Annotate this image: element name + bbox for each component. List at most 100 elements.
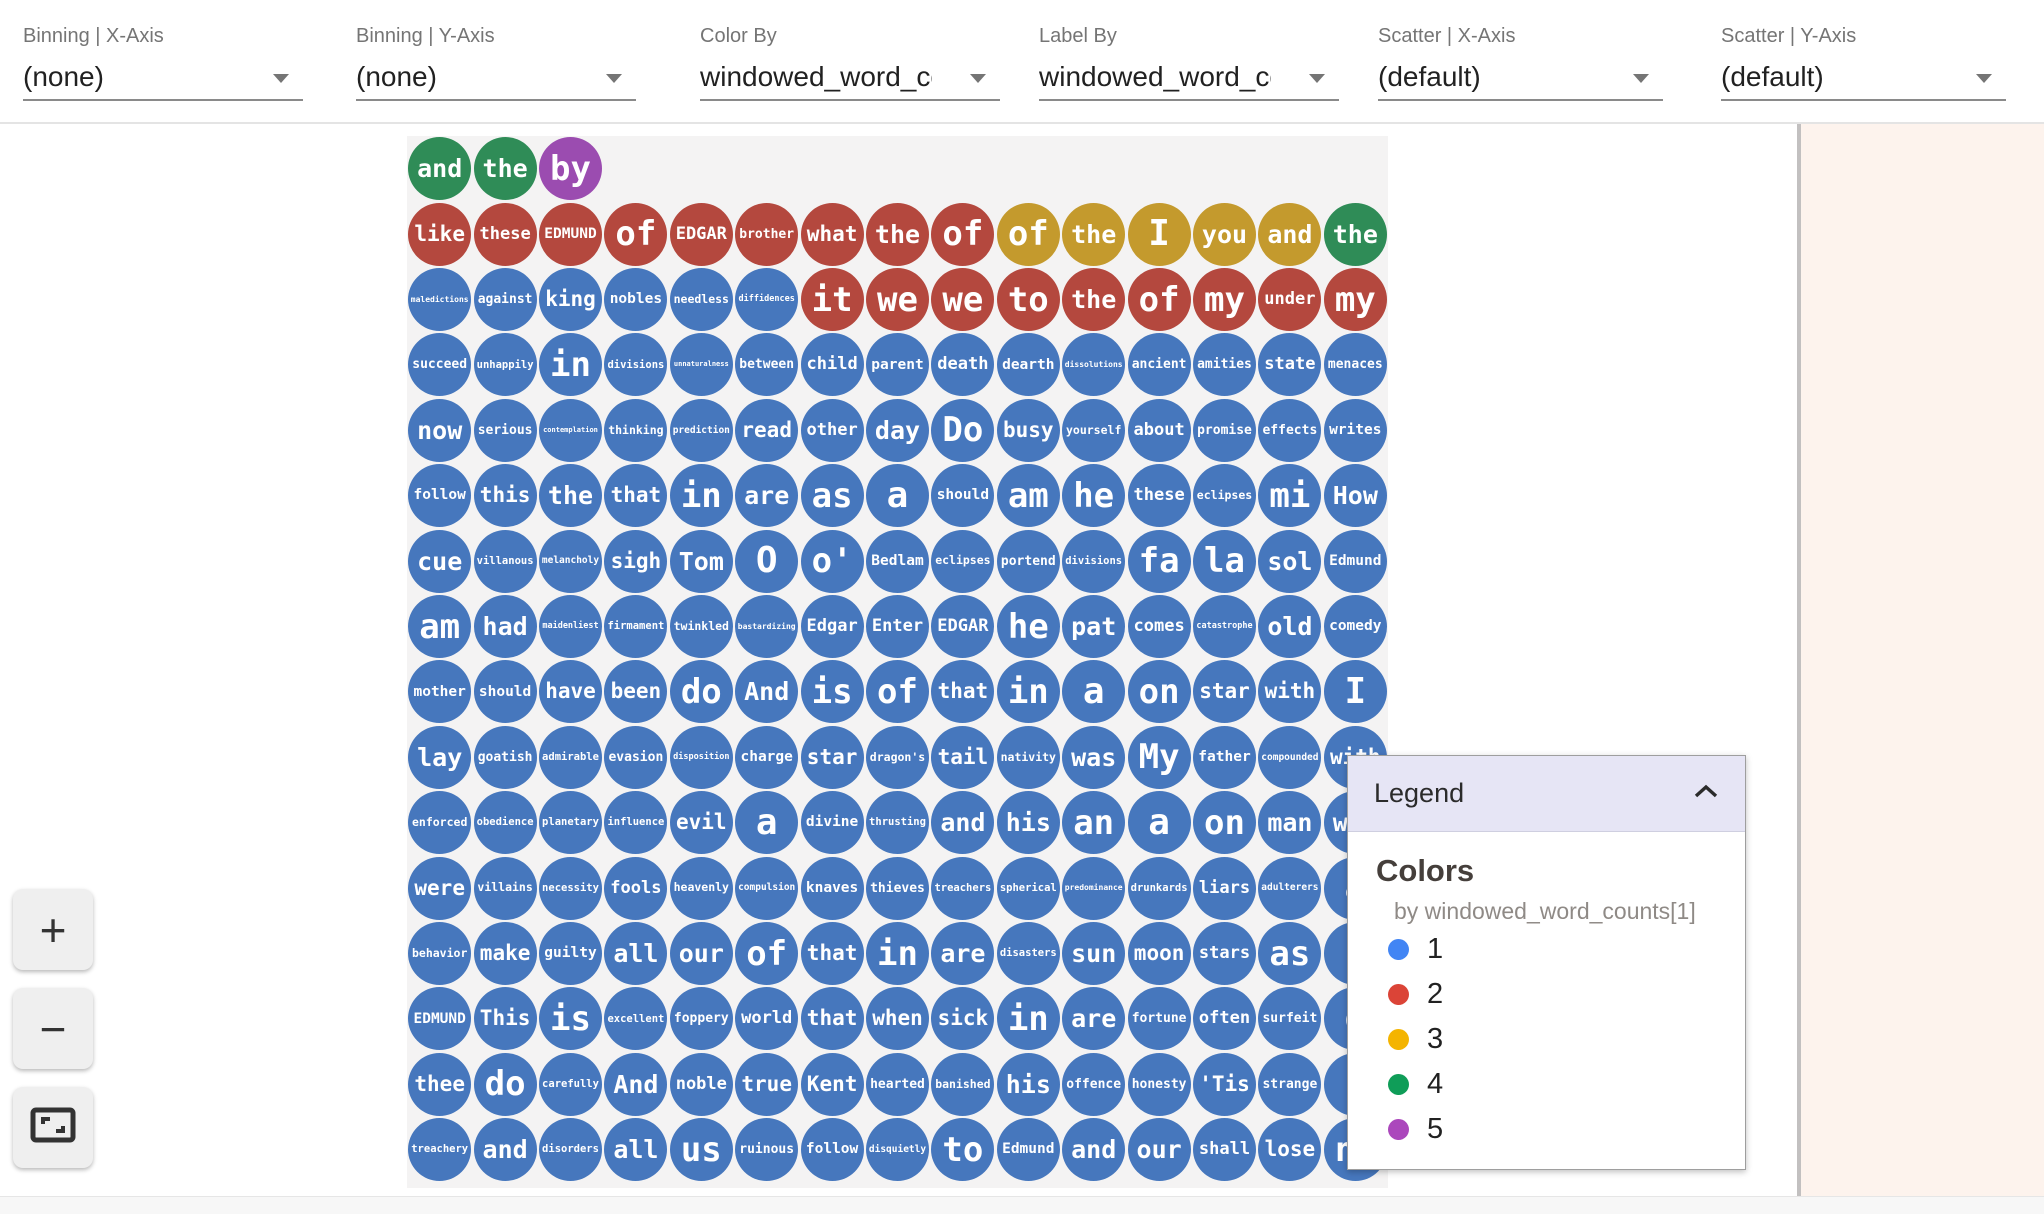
word-bubble[interactable]: read xyxy=(735,398,799,462)
word-bubble[interactable]: Bedlam xyxy=(866,529,929,593)
bottom-scroll-strip[interactable] xyxy=(0,1196,2044,1214)
word-bubble[interactable]: that xyxy=(800,922,864,985)
word-bubble[interactable]: of xyxy=(996,202,1060,266)
word-bubble[interactable]: maidenliest xyxy=(539,595,602,658)
word-bubble[interactable]: pat xyxy=(1062,595,1126,658)
word-bubble[interactable]: that xyxy=(800,987,864,1051)
word-bubble[interactable]: brother xyxy=(735,202,799,266)
word-bubble[interactable]: thee xyxy=(408,1052,472,1116)
word-bubble[interactable]: now xyxy=(408,398,472,462)
word-bubble[interactable]: it xyxy=(800,268,864,331)
word-bubble[interactable]: compounded xyxy=(1258,725,1322,789)
word-bubble[interactable]: and xyxy=(1258,202,1322,266)
word-bubble[interactable]: of xyxy=(1127,268,1191,331)
word-bubble[interactable]: with xyxy=(1258,660,1322,724)
word-bubble[interactable]: sun xyxy=(1062,922,1126,985)
word-bubble[interactable]: O xyxy=(735,529,799,593)
word-bubble[interactable]: treachery xyxy=(408,1118,472,1182)
word-bubble[interactable]: enforced xyxy=(408,791,472,855)
word-bubble[interactable]: the xyxy=(1062,202,1126,266)
word-bubble[interactable]: sick xyxy=(931,987,995,1051)
word-bubble[interactable]: predominance xyxy=(1062,856,1126,920)
word-bubble[interactable]: dissolutions xyxy=(1062,333,1126,397)
word-bubble[interactable]: on xyxy=(1193,791,1256,855)
word-bubble[interactable]: to xyxy=(931,1118,995,1182)
word-bubble[interactable]: writes xyxy=(1323,398,1387,462)
word-bubble[interactable]: disasters xyxy=(996,922,1060,985)
word-bubble[interactable]: his xyxy=(996,791,1060,855)
word-bubble[interactable]: king xyxy=(539,268,602,331)
word-bubble[interactable]: Enter xyxy=(866,595,929,658)
word-bubble[interactable]: that xyxy=(604,464,668,528)
word-bubble[interactable]: EDMUND xyxy=(539,202,602,266)
word-bubble[interactable]: sigh xyxy=(604,529,668,593)
word-bubble[interactable]: his xyxy=(996,1052,1060,1116)
word-bubble[interactable]: the xyxy=(866,202,929,266)
word-bubble[interactable]: menaces xyxy=(1323,333,1387,397)
word-bubble[interactable]: la xyxy=(1193,529,1256,593)
word-bubble[interactable]: my xyxy=(1193,268,1256,331)
word-bubble[interactable]: he xyxy=(1062,464,1126,528)
word-bubble[interactable]: am xyxy=(408,595,472,658)
word-bubble[interactable]: banished xyxy=(931,1052,995,1116)
word-bubble[interactable]: effects xyxy=(1258,398,1322,462)
word-bubble[interactable]: the xyxy=(539,464,602,528)
word-bubble[interactable]: villanous xyxy=(473,529,537,593)
word-bubble[interactable]: the xyxy=(473,137,537,201)
word-bubble[interactable]: an xyxy=(1062,791,1126,855)
word-bubble[interactable]: of xyxy=(735,922,799,985)
word-bubble[interactable]: Edgar xyxy=(800,595,864,658)
word-bubble[interactable]: in xyxy=(866,922,929,985)
word-bubble[interactable]: melancholy xyxy=(539,529,602,593)
word-bubble[interactable]: diffidences xyxy=(735,268,799,331)
word-bubble[interactable]: thieves xyxy=(866,856,929,920)
word-bubble[interactable]: against xyxy=(473,268,537,331)
word-bubble[interactable]: contemplation xyxy=(539,398,602,462)
word-bubble[interactable]: star xyxy=(800,725,864,789)
word-bubble[interactable]: firmament xyxy=(604,595,668,658)
word-bubble[interactable]: true xyxy=(735,1052,799,1116)
word-bubble[interactable]: twinkled xyxy=(669,595,733,658)
word-bubble[interactable]: parent xyxy=(866,333,929,397)
word-bubble[interactable]: divisions xyxy=(604,333,668,397)
word-bubble[interactable]: Edmund xyxy=(1323,529,1387,593)
word-bubble[interactable]: obedience xyxy=(473,791,537,855)
word-bubble[interactable]: excellent xyxy=(604,987,668,1051)
word-bubble[interactable]: we xyxy=(931,268,995,331)
word-bubble[interactable]: had xyxy=(473,595,537,658)
word-bubble[interactable]: in xyxy=(539,333,602,397)
word-bubble[interactable]: when xyxy=(866,987,929,1051)
word-bubble[interactable]: Do xyxy=(931,398,995,462)
word-bubble[interactable]: EDMUND xyxy=(408,987,472,1051)
dropdown-scatter-y-axis[interactable]: Scatter | Y-Axis(default) xyxy=(1721,0,2006,120)
word-bubble[interactable]: what xyxy=(800,202,864,266)
word-bubble[interactable]: o' xyxy=(800,529,864,593)
word-bubble[interactable]: stars xyxy=(1193,922,1256,985)
word-bubble[interactable]: have xyxy=(539,660,602,724)
word-bubble[interactable]: portend xyxy=(996,529,1060,593)
word-bubble[interactable]: busy xyxy=(996,398,1060,462)
word-bubble[interactable]: shall xyxy=(1193,1118,1256,1182)
word-bubble[interactable]: charge xyxy=(735,725,799,789)
dropdown-binning-x-axis[interactable]: Binning | X-Axis(none) xyxy=(23,0,303,120)
word-bubble[interactable]: yourself xyxy=(1062,398,1126,462)
word-bubble[interactable]: he xyxy=(996,595,1060,658)
word-bubble[interactable]: and xyxy=(473,1118,537,1182)
word-bubble[interactable]: EDGAR xyxy=(931,595,995,658)
word-bubble[interactable]: make xyxy=(473,922,537,985)
word-bubble[interactable]: ruinous xyxy=(735,1118,799,1182)
word-bubble[interactable]: the xyxy=(1062,268,1126,331)
word-bubble[interactable]: prediction xyxy=(669,398,733,462)
zoom-in-button[interactable]: + xyxy=(13,889,93,970)
word-bubble[interactable]: honesty xyxy=(1127,1052,1191,1116)
dropdown-binning-y-axis[interactable]: Binning | Y-Axis(none) xyxy=(356,0,636,120)
word-bubble[interactable]: lay xyxy=(408,725,472,789)
word-bubble[interactable]: I xyxy=(1323,660,1387,724)
word-bubble[interactable]: divine xyxy=(800,791,864,855)
word-bubble[interactable]: star xyxy=(1193,660,1256,724)
word-bubble[interactable]: Edmund xyxy=(996,1118,1060,1182)
word-bubble[interactable]: all xyxy=(604,1118,668,1182)
word-bubble[interactable]: us xyxy=(669,1118,733,1182)
word-bubble[interactable]: goatish xyxy=(473,725,537,789)
